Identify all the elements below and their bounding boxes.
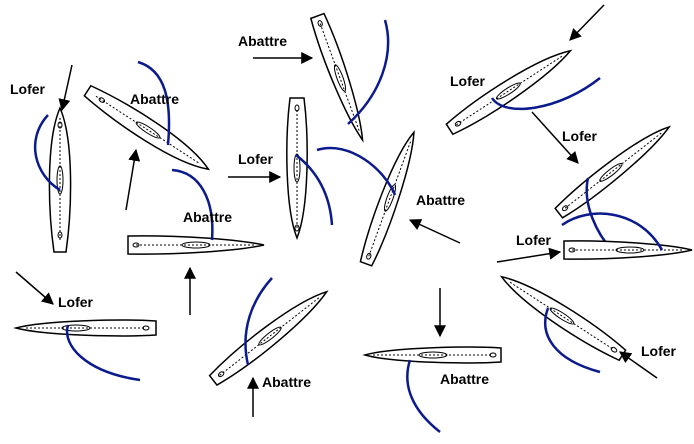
- boat-3-sail: [171, 168, 214, 241]
- boat-4-sail: [347, 19, 390, 125]
- boat-10-hull: [554, 125, 672, 219]
- boat-13: Lofer: [499, 275, 677, 379]
- boat-10: Lofer: [531, 111, 672, 251]
- boat-3: Abattre: [127, 168, 265, 315]
- boat-7-sail: [244, 277, 273, 366]
- boat-1-sail: [33, 114, 61, 192]
- boat-8-label: Abattre: [416, 192, 465, 208]
- boat-6-arrow: [15, 271, 54, 305]
- boat-5-hull: [286, 97, 308, 241]
- boat-7-label: Abattre: [262, 374, 311, 390]
- boat-9-label: Lofer: [450, 73, 486, 89]
- boat-11-sail: [561, 212, 664, 251]
- boat-11-arrow: [496, 247, 562, 263]
- boat-11: Lofer: [496, 212, 693, 263]
- boat-1-arrow: [58, 64, 73, 112]
- boat-6: Lofer: [13, 271, 157, 382]
- boat-9: Lofer: [445, 4, 605, 136]
- boat-12-hull: [362, 346, 502, 364]
- boat-8-hull: [359, 130, 415, 267]
- boat-12-sail: [406, 359, 441, 433]
- boat-6-hull: [13, 319, 157, 337]
- boat-8-arrow: [408, 219, 461, 244]
- boat-4: Abattre: [238, 12, 390, 143]
- boat-9-hull: [445, 49, 573, 136]
- boat-7-hull: [208, 290, 329, 387]
- boat-13-sail: [543, 307, 601, 374]
- boat-6-label: Lofer: [58, 294, 94, 310]
- boat-10-arrow: [531, 111, 579, 164]
- boat-4-label: Abattre: [238, 33, 287, 49]
- boat-13-hull: [499, 275, 627, 362]
- boat-2-sail: [137, 60, 171, 146]
- boat-11-label: Lofer: [516, 232, 552, 248]
- boat-8-sail: [316, 146, 397, 196]
- boat-13-arrow: [619, 351, 658, 379]
- boat-3-hull: [127, 235, 265, 255]
- boat-5-label: Lofer: [238, 151, 274, 167]
- boat-10-label: Lofer: [562, 128, 598, 144]
- boat-9-arrow: [569, 4, 605, 41]
- boat-7: Abattre: [208, 277, 329, 417]
- boat-1-label: Lofer: [10, 81, 46, 97]
- boat-5-sail: [295, 154, 334, 226]
- boat-11-hull: [563, 240, 693, 260]
- boat-12-label: Abattre: [440, 371, 489, 387]
- boat-9-sail: [490, 77, 601, 111]
- boat-3-label: Abattre: [183, 209, 232, 225]
- boat-2-label: Abattre: [130, 91, 179, 107]
- boat-2: Abattre: [83, 60, 210, 211]
- boat-5: Lofer: [228, 97, 334, 241]
- boat-1: Lofer: [10, 64, 73, 253]
- boat-4-hull: [309, 12, 364, 143]
- boat-1-hull: [48, 106, 72, 253]
- boat-12: Abattre: [362, 288, 502, 433]
- boat-6-sail: [65, 324, 141, 382]
- boat-2-hull: [83, 84, 210, 171]
- boat-8: Abattre: [316, 130, 465, 267]
- boat-2-arrow: [125, 148, 141, 211]
- boat-13-label: Lofer: [641, 343, 677, 359]
